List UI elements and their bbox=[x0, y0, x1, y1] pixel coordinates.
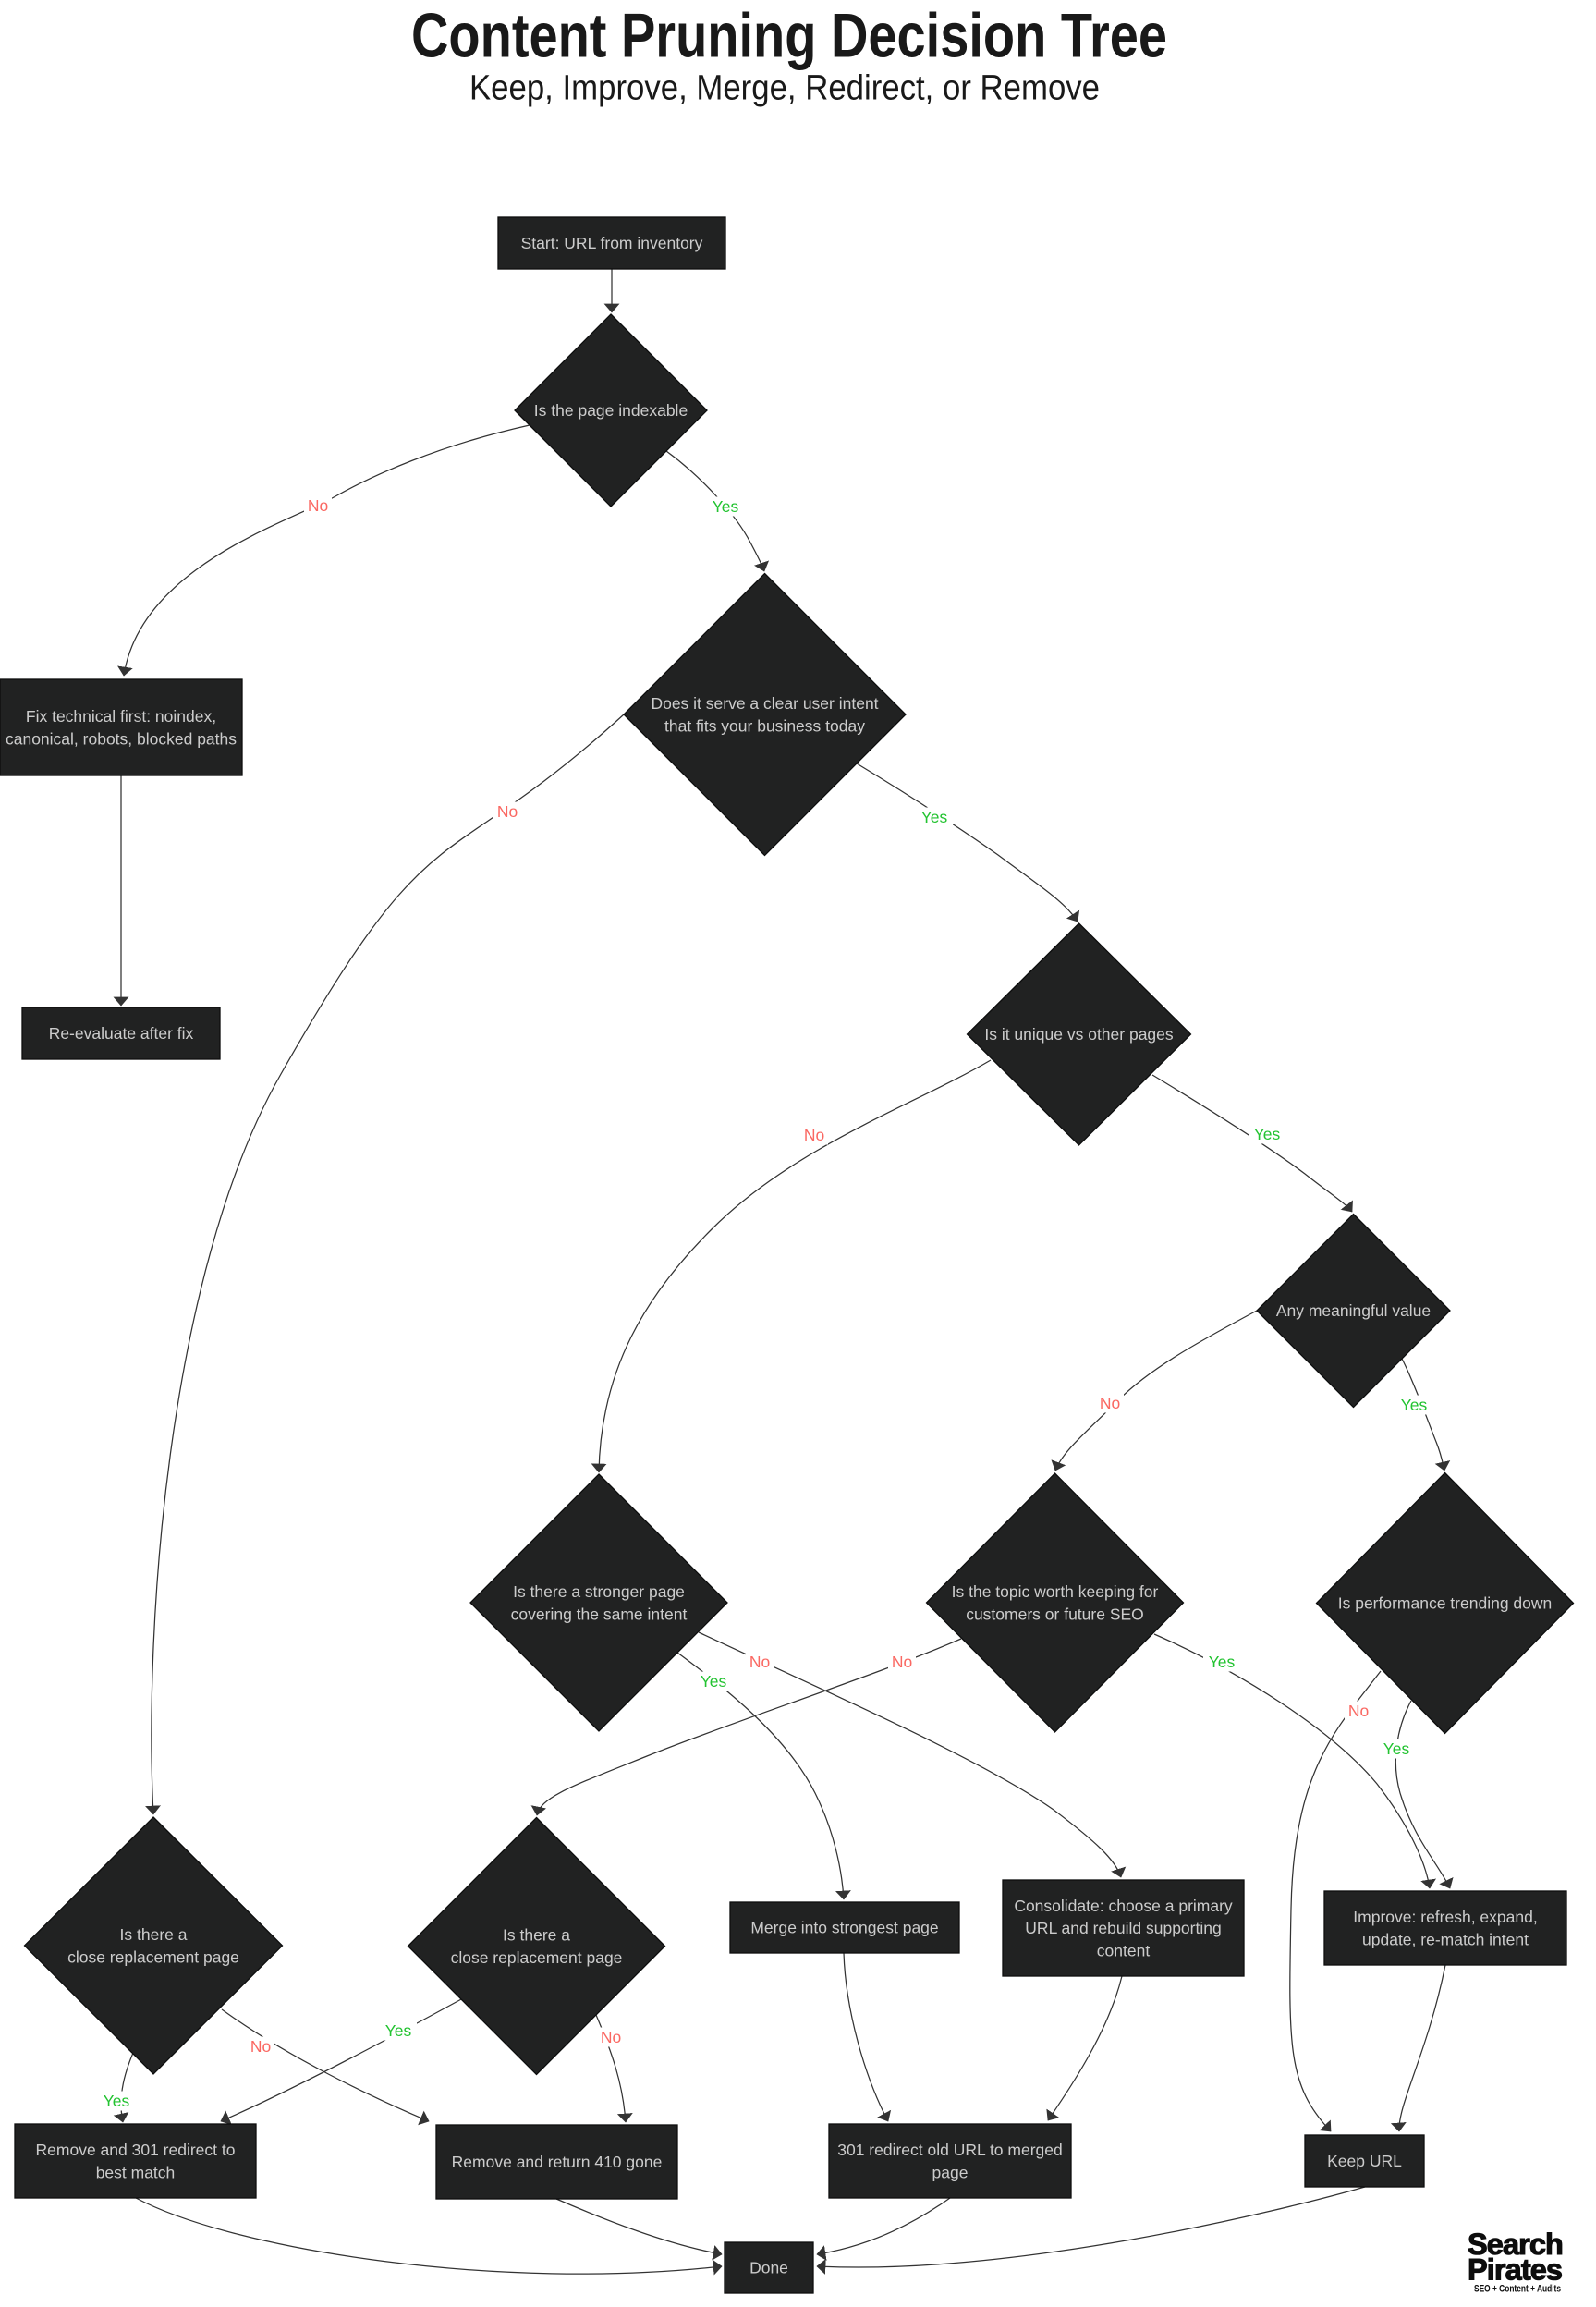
svg-text:Is the page indexable: Is the page indexable bbox=[534, 401, 688, 420]
svg-text:Start: URL from inventory: Start: URL from inventory bbox=[521, 234, 703, 252]
svg-text:Yes: Yes bbox=[921, 808, 948, 826]
svg-text:update, re-match intent: update, re-match intent bbox=[1362, 1930, 1529, 1948]
svg-text:Remove and 301 redirect to: Remove and 301 redirect to bbox=[36, 2141, 236, 2159]
svg-text:Does it serve a clear user int: Does it serve a clear user intent bbox=[651, 694, 878, 713]
svg-text:Merge into strongest page: Merge into strongest page bbox=[750, 1919, 938, 1937]
svg-text:Any meaningful value: Any meaningful value bbox=[1276, 1301, 1431, 1320]
svg-text:Is there a: Is there a bbox=[503, 1926, 570, 1945]
svg-text:Remove and return 410 gone: Remove and return 410 gone bbox=[452, 2153, 663, 2171]
svg-text:Search: Search bbox=[1468, 2228, 1563, 2261]
svg-text:No: No bbox=[1100, 1394, 1120, 1412]
svg-text:SEO + Content + Audits: SEO + Content + Audits bbox=[1474, 2284, 1561, 2295]
svg-text:Fix technical first: noindex,: Fix technical first: noindex, bbox=[26, 707, 216, 726]
svg-text:Improve: refresh, expand,: Improve: refresh, expand, bbox=[1353, 1908, 1537, 1926]
svg-text:that fits your business today: that fits your business today bbox=[664, 716, 865, 735]
svg-text:No: No bbox=[804, 1126, 824, 1144]
svg-text:best match: best match bbox=[96, 2163, 176, 2181]
svg-text:No: No bbox=[601, 2028, 621, 2046]
svg-text:Content Pruning Decision Tree: Content Pruning Decision Tree bbox=[411, 1, 1167, 71]
svg-text:canonical, robots, blocked pat: canonical, robots, blocked paths bbox=[6, 729, 237, 748]
svg-text:Is there a: Is there a bbox=[120, 1925, 188, 1944]
svg-text:Done: Done bbox=[749, 2259, 788, 2277]
svg-text:No: No bbox=[749, 1653, 770, 1671]
svg-text:Pirates: Pirates bbox=[1468, 2253, 1562, 2287]
svg-text:Is performance trending down: Is performance trending down bbox=[1338, 1594, 1553, 1613]
svg-text:Yes: Yes bbox=[104, 2092, 130, 2110]
svg-text:Yes: Yes bbox=[1383, 1739, 1410, 1758]
svg-text:Yes: Yes bbox=[1401, 1396, 1428, 1414]
svg-text:No: No bbox=[250, 2037, 271, 2056]
svg-text:No: No bbox=[497, 802, 518, 821]
svg-text:Is the topic worth keeping for: Is the topic worth keeping for bbox=[952, 1582, 1159, 1601]
svg-text:No: No bbox=[892, 1653, 912, 1671]
svg-text:301 redirect old URL to merged: 301 redirect old URL to merged bbox=[837, 2141, 1063, 2159]
svg-text:Yes: Yes bbox=[385, 2021, 412, 2040]
svg-text:Keep URL: Keep URL bbox=[1327, 2152, 1402, 2170]
svg-text:content: content bbox=[1097, 1942, 1151, 1960]
svg-text:Yes: Yes bbox=[701, 1672, 727, 1691]
svg-text:Re-evaluate after fix: Re-evaluate after fix bbox=[49, 1024, 194, 1043]
svg-text:Yes: Yes bbox=[1209, 1653, 1236, 1671]
svg-text:Is there a stronger page: Is there a stronger page bbox=[513, 1582, 685, 1601]
svg-text:close replacement page: close replacement page bbox=[451, 1948, 623, 1967]
svg-text:page: page bbox=[932, 2163, 969, 2181]
svg-text:Keep, Improve, Merge, Redirect: Keep, Improve, Merge, Redirect, or Remov… bbox=[469, 69, 1100, 108]
svg-text:close replacement page: close replacement page bbox=[67, 1947, 239, 1966]
svg-text:No: No bbox=[308, 496, 328, 515]
svg-text:Yes: Yes bbox=[713, 497, 739, 516]
svg-text:Is it unique vs other pages: Is it unique vs other pages bbox=[984, 1025, 1174, 1044]
svg-text:No: No bbox=[1348, 1702, 1369, 1720]
svg-text:covering the same intent: covering the same intent bbox=[511, 1605, 688, 1623]
svg-text:Yes: Yes bbox=[1254, 1125, 1281, 1143]
svg-text:URL and rebuild supporting: URL and rebuild supporting bbox=[1025, 1919, 1221, 1937]
svg-text:customers or future SEO: customers or future SEO bbox=[966, 1605, 1144, 1623]
svg-text:Consolidate: choose a primary: Consolidate: choose a primary bbox=[1014, 1897, 1233, 1915]
